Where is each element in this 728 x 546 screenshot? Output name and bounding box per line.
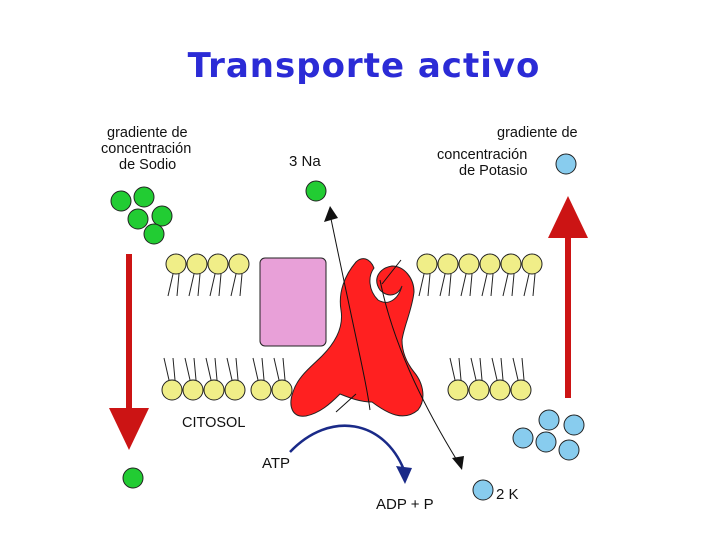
phospholipid <box>521 253 543 297</box>
sodium-ion <box>151 205 173 227</box>
potassium-ion <box>472 479 494 501</box>
potassium-ion <box>512 427 534 449</box>
sodium-ion <box>305 180 327 202</box>
sodium-ion <box>133 186 155 208</box>
phospholipid <box>416 253 438 297</box>
phospholipid <box>203 357 225 401</box>
potassium-count-label: 2 K <box>496 486 519 503</box>
phospholipid <box>224 357 246 401</box>
phospholipid <box>250 357 272 401</box>
atp-hydrolysis-arrowhead <box>396 466 412 484</box>
phospholipid <box>437 253 459 297</box>
phospholipid <box>479 253 501 297</box>
sodium-path-arrowhead <box>324 206 338 222</box>
potassium-gradient-label-line1: gradiente de <box>497 125 578 141</box>
potassium-ion <box>555 153 577 175</box>
phospholipid <box>228 253 250 297</box>
phospholipid <box>500 253 522 297</box>
sodium-gradient-label-line1: gradiente de <box>107 125 188 141</box>
phospholipid <box>207 253 229 297</box>
sodium-ion <box>127 208 149 230</box>
pump-flap-line <box>381 259 402 285</box>
pump-foot-line <box>335 393 357 413</box>
atp-label: ATP <box>262 455 291 472</box>
potassium-path-arrowhead <box>452 456 464 470</box>
sodium-potassium-pump <box>290 258 424 417</box>
atp-hydrolysis-arrow <box>289 424 406 471</box>
potassium-gradient-label-line2: concentración <box>437 147 528 163</box>
potassium-path-line <box>379 279 459 463</box>
potassium-ion <box>563 414 585 436</box>
adp-label: ADP + P <box>376 496 434 513</box>
phospholipid <box>186 253 208 297</box>
phospholipid <box>510 357 532 401</box>
phospholipid <box>489 357 511 401</box>
potassium-ion <box>558 439 580 461</box>
sodium-gradient-arrow-shaft <box>126 254 132 416</box>
phospholipid <box>447 357 469 401</box>
sodium-gradient-label-line3: de Sodio <box>119 157 177 173</box>
phospholipid <box>458 253 480 297</box>
potassium-gradient-label-line3: de Potasio <box>459 163 528 179</box>
cytosol-label: CITOSOL <box>182 415 246 431</box>
phospholipid <box>182 357 204 401</box>
phospholipid <box>468 357 490 401</box>
potassium-gradient-arrow-shaft <box>565 232 571 398</box>
sodium-gradient-label-line2: concentración <box>101 141 192 157</box>
sodium-count-label: 3 Na <box>289 153 321 170</box>
sodium-ion <box>110 190 132 212</box>
lipid-layer-top <box>165 253 543 297</box>
potassium-ion <box>538 409 560 431</box>
potassium-gradient-arrowhead <box>548 196 588 238</box>
lipid-layer-bottom <box>161 357 532 401</box>
sodium-gradient-arrowhead <box>109 408 149 450</box>
sodium-ion <box>143 223 165 245</box>
page-title: Transporte activo <box>187 46 541 86</box>
potassium-ion <box>535 431 557 453</box>
sodium-path-line <box>329 213 371 411</box>
phospholipid <box>271 357 293 401</box>
phospholipid <box>165 253 187 297</box>
phospholipid <box>161 357 183 401</box>
membrane-channel-protein <box>259 257 327 347</box>
sodium-ion <box>122 467 144 489</box>
